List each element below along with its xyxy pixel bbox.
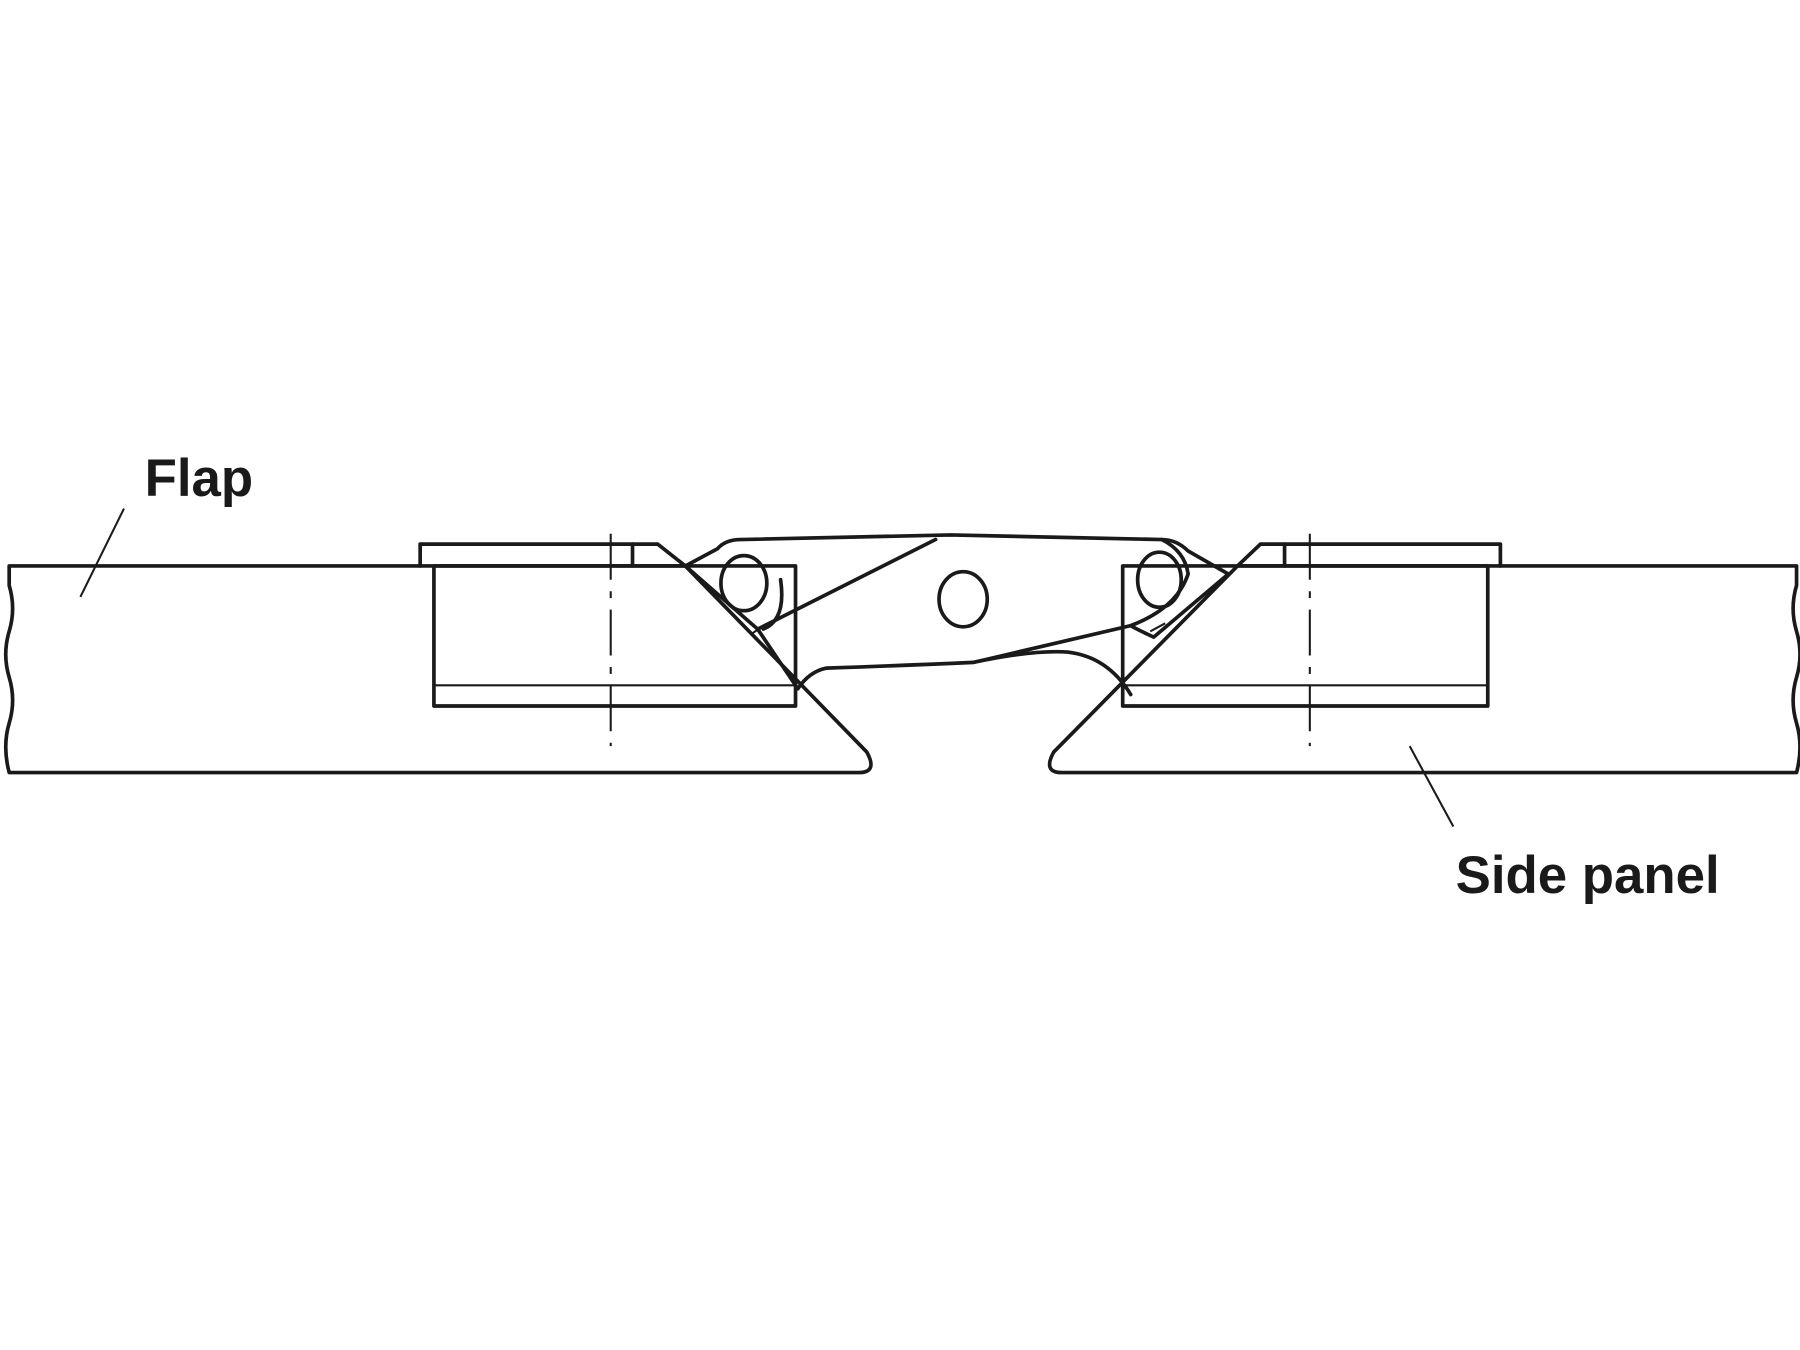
flap-recess [432,564,798,708]
flap-plate [418,542,688,568]
center-pivot-pin [937,569,990,629]
side-panel [1047,533,1800,775]
side-panel-leader-line [1408,745,1455,828]
hinge-linkage [683,533,1231,697]
flap-panel [3,533,873,775]
side-panel-label: Side panel [1456,846,1720,905]
flap-label: Flap [145,449,254,508]
side-panel-plate [1235,542,1503,568]
right-pivot-pin [1135,550,1184,610]
flap-leader-line [79,508,125,598]
left-pivot-pin [719,553,769,613]
side-panel-recess [1120,564,1490,708]
